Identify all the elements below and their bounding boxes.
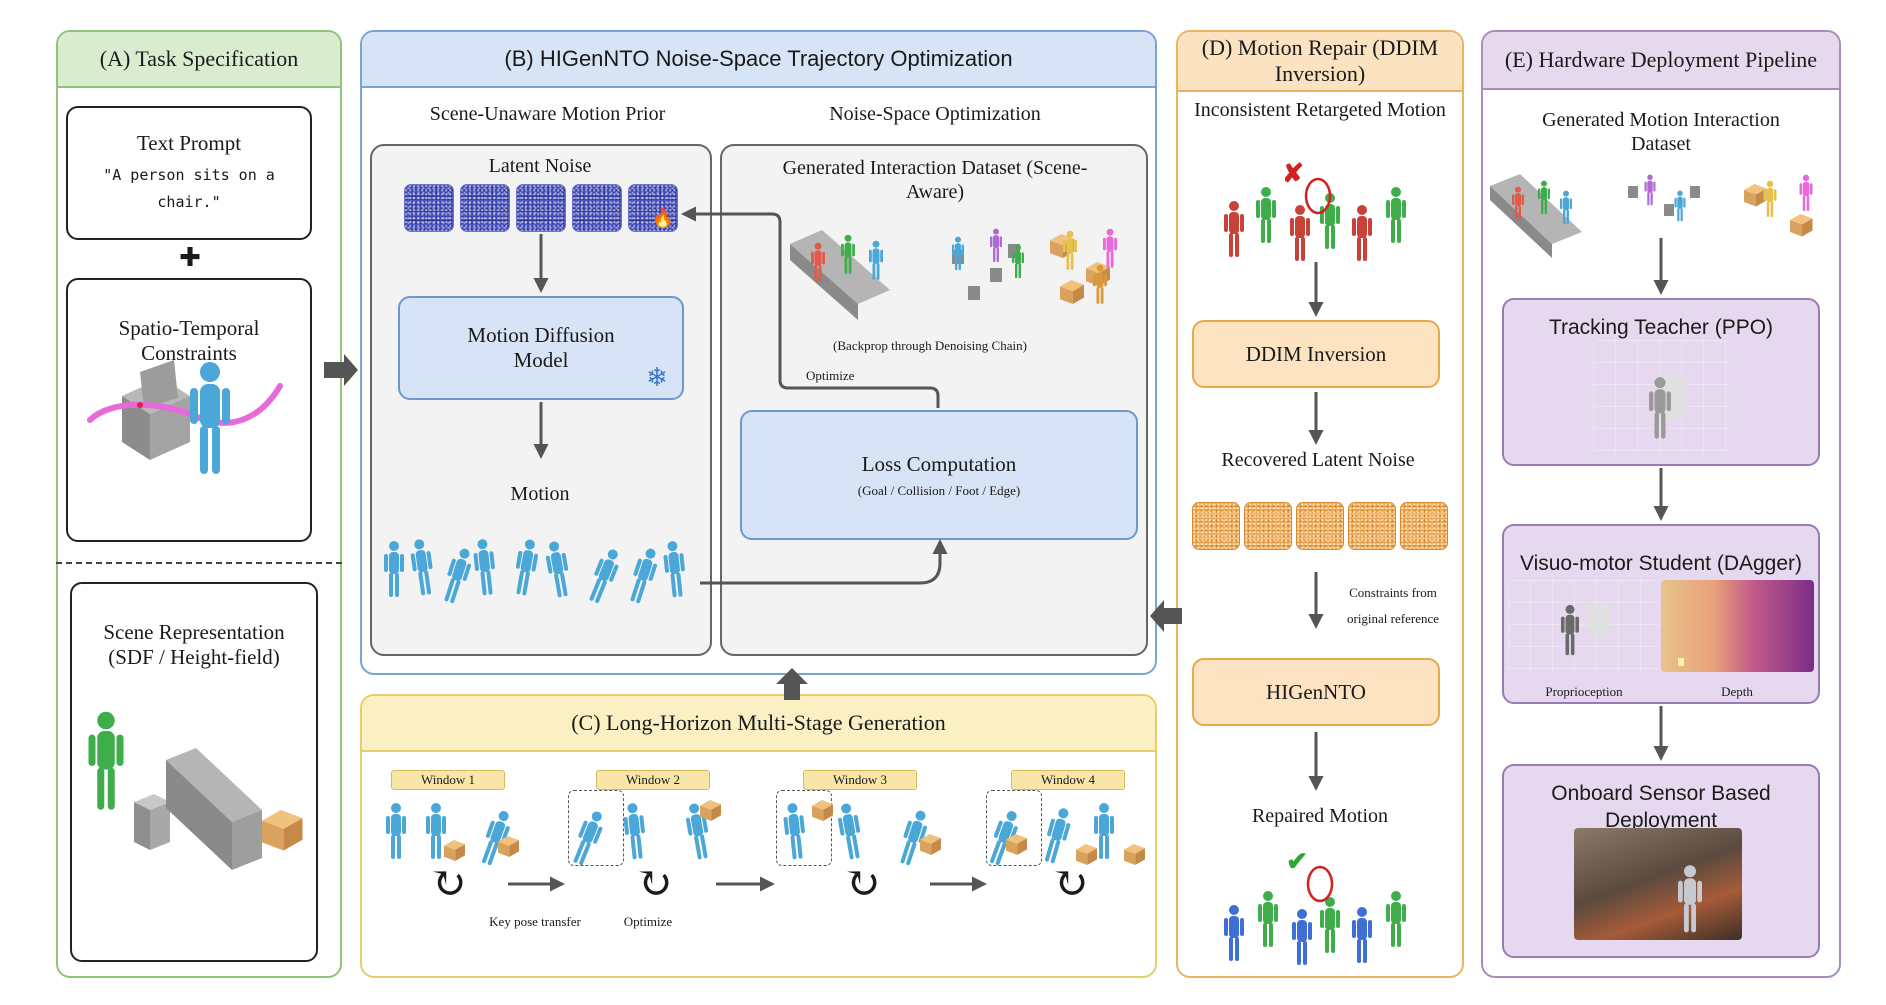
deploy-dataset-thumbnails (1490, 174, 1813, 258)
window-tag: Window 2 (596, 770, 710, 790)
text-prompt-value: "A person sits on a chair." (103, 165, 275, 211)
key-pose-selection (568, 790, 624, 866)
arrow-d-to-b (1150, 600, 1182, 632)
loss-title: Loss Computation (861, 451, 1017, 476)
student-robot (1561, 604, 1684, 666)
loss-terms: (Goal / Collision / Foot / Edge) (857, 482, 1021, 498)
latent-noise-tile (460, 184, 510, 232)
panel-b-title: (B) HIGenNTO Noise-Space Trajectory Opti… (362, 32, 1155, 88)
panel-c-title: (C) Long-Horizon Multi-Stage Generation (362, 696, 1155, 752)
cycle-icon: ↻ (843, 859, 881, 908)
inconsistent-motion-label: Inconsistent Retargeted Motion (1194, 99, 1446, 121)
loss-computation-box: Loss Computation (Goal / Collision / Foo… (740, 410, 1138, 540)
cycle-icon: ↻ (429, 859, 467, 908)
visuomotor-student-box: Visuo-motor Student (DAgger) (1502, 524, 1820, 704)
panel-a-title: (A) Task Specification (58, 32, 340, 88)
recovered-noise-label: Recovered Latent Noise (1221, 449, 1415, 471)
dataset-thumbnails (790, 228, 1117, 320)
repaired-motion-label: Repaired Motion (1251, 805, 1389, 827)
success-check-icon: ✔ (1286, 847, 1308, 876)
plus-icon: ✚ (179, 243, 201, 272)
text-prompt-box: Text Prompt "A person sits on a chair." (66, 106, 312, 240)
fire-icon: 🔥 (651, 208, 675, 228)
scene-representation-title: Scene Representation (SDF / Height-field… (103, 620, 285, 669)
prior-column-title: Scene-Unaware Motion Prior (429, 103, 666, 125)
section-divider (56, 562, 342, 564)
repaired-motion-figures (1224, 865, 1406, 965)
ddim-inversion-label: DDIM Inversion (1245, 341, 1387, 366)
higennto-box: HIGenNTO (1192, 658, 1440, 726)
dataset-title: Generated Interaction Dataset (Scene-Awa… (782, 157, 1088, 204)
recovered-noise-tile (1348, 502, 1396, 550)
constraints-from-reference-label: Constraints from original reference (1346, 585, 1440, 626)
proprioception-label: Proprioception (1545, 684, 1623, 699)
window-tag: Window 3 (803, 770, 917, 790)
recovered-noise-tile (1192, 502, 1240, 550)
deploy-dataset-title: Generated Motion Interaction Dataset (1542, 109, 1780, 156)
cycle-icon: ↻ (635, 859, 673, 908)
backprop-label: (Backprop through Denoising Chain) (833, 338, 1027, 353)
panel-long-horizon-generation: (C) Long-Horizon Multi-Stage Generation (360, 694, 1157, 978)
key-pose-selection (776, 790, 832, 866)
latent-noise-tile (572, 184, 622, 232)
constraints-title: Spatio-Temporal Constraints (118, 316, 260, 365)
proprioception-image (1508, 580, 1660, 672)
window-tag: Window 4 (1011, 770, 1125, 790)
cycle-icon: ↻ (1051, 859, 1089, 908)
optimization-subpanel (720, 144, 1148, 656)
latent-noise-label: Latent Noise (488, 155, 592, 177)
depth-label: Depth (1721, 684, 1753, 699)
key-pose-selection (986, 790, 1042, 866)
real-robot-photo (1574, 828, 1742, 940)
text-prompt-title: Text Prompt (136, 130, 242, 155)
motion-sequence (384, 537, 688, 606)
key-pose-transfer-label: Key pose transfer (489, 914, 581, 929)
motion-diffusion-model-box: Motion Diffusion Model (398, 296, 684, 400)
mdm-label: Motion Diffusion Model (467, 323, 615, 372)
optimize-label: Optimize (806, 368, 855, 383)
recovered-noise-tile (1400, 502, 1448, 550)
teacher-robot (1649, 376, 1686, 439)
recovered-noise-tile (1296, 502, 1344, 550)
long-horizon-figures (386, 801, 1114, 868)
constraint-illustration (87, 360, 283, 474)
panel-d-title: (D) Motion Repair (DDIM Inversion) (1178, 32, 1462, 92)
latent-noise-tile (404, 184, 454, 232)
latent-noise-tile (516, 184, 566, 232)
arrow-c-to-b (776, 668, 808, 700)
ddim-inversion-box: DDIM Inversion (1192, 320, 1440, 388)
error-cross-icon: ✘ (1282, 159, 1304, 188)
arrow-a-to-b (324, 354, 358, 386)
inconsistent-motion-figures (1224, 177, 1406, 261)
depth-image (1661, 580, 1814, 672)
latent-noise-tile (628, 184, 678, 232)
scene-illustration (88, 711, 303, 870)
onboard-deployment-label: Onboard Sensor Based Deployment (1551, 782, 1771, 833)
staircase-shape (166, 748, 262, 870)
visuomotor-student-label: Visuo-motor Student (DAgger) (1519, 552, 1803, 575)
recovered-noise-tile (1244, 502, 1292, 550)
optimization-column-title: Noise-Space Optimization (829, 103, 1041, 125)
higennto-label: HIGenNTO (1266, 679, 1366, 704)
window-optimize-label: Optimize (623, 914, 673, 929)
real-robot (1678, 865, 1702, 933)
tracking-teacher-label: Tracking Teacher (PPO) (1548, 316, 1774, 339)
panel-e-title: (E) Hardware Deployment Pipeline (1483, 32, 1839, 90)
window-tag: Window 1 (391, 770, 505, 790)
snowflake-icon: ❄ (646, 363, 668, 392)
motion-label: Motion (510, 483, 570, 505)
scene-representation-box: Scene Representation (SDF / Height-field… (70, 582, 318, 962)
